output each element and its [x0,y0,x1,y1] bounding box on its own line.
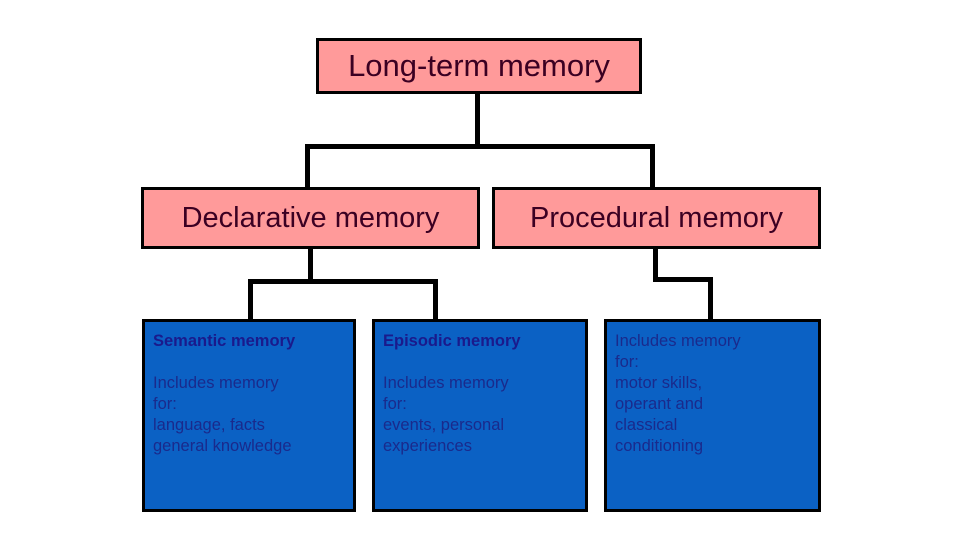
spacer [153,351,295,373]
connector-declarative-stem [308,247,313,279]
connector-root-stem [475,92,480,144]
node-long-term-memory[interactable]: Long-term memory [316,38,642,94]
connector-to-episodic [433,279,438,319]
node-semantic-memory[interactable]: Semantic memory Includes memory for: lan… [142,319,356,512]
node-procedural-details[interactable]: Includes memory for: motor skills, opera… [604,319,821,512]
node-episodic-memory-content: Episodic memory Includes memory for: eve… [375,322,521,457]
connector-level2-bus [305,144,655,149]
node-semantic-memory-content: Semantic memory Includes memory for: lan… [145,322,295,457]
node-procedural-memory[interactable]: Procedural memory [492,187,821,249]
node-episodic-memory[interactable]: Episodic memory Includes memory for: eve… [372,319,588,512]
node-declarative-memory-label: Declarative memory [181,201,440,234]
connector-to-procedural [650,144,655,190]
node-long-term-memory-label: Long-term memory [348,48,610,83]
node-semantic-memory-title: Semantic memory [153,332,296,350]
connector-to-semantic [248,279,253,319]
node-procedural-memory-label: Procedural memory [529,201,784,234]
connector-level3-bus [248,279,438,284]
node-episodic-memory-body: Includes memory for: events, personal ex… [383,374,509,455]
connector-procedural-step [653,277,713,282]
node-procedural-details-body: Includes memory for: motor skills, opera… [615,332,741,455]
connector-to-procedural-details [708,277,713,319]
node-procedural-details-content: Includes memory for: motor skills, opera… [607,322,741,457]
node-episodic-memory-title: Episodic memory [383,332,521,350]
node-semantic-memory-body: Includes memory for: language, facts gen… [153,374,292,455]
spacer [383,351,521,373]
connector-procedural-stem [653,247,658,279]
connector-to-declarative [305,144,310,190]
node-declarative-memory[interactable]: Declarative memory [141,187,480,249]
